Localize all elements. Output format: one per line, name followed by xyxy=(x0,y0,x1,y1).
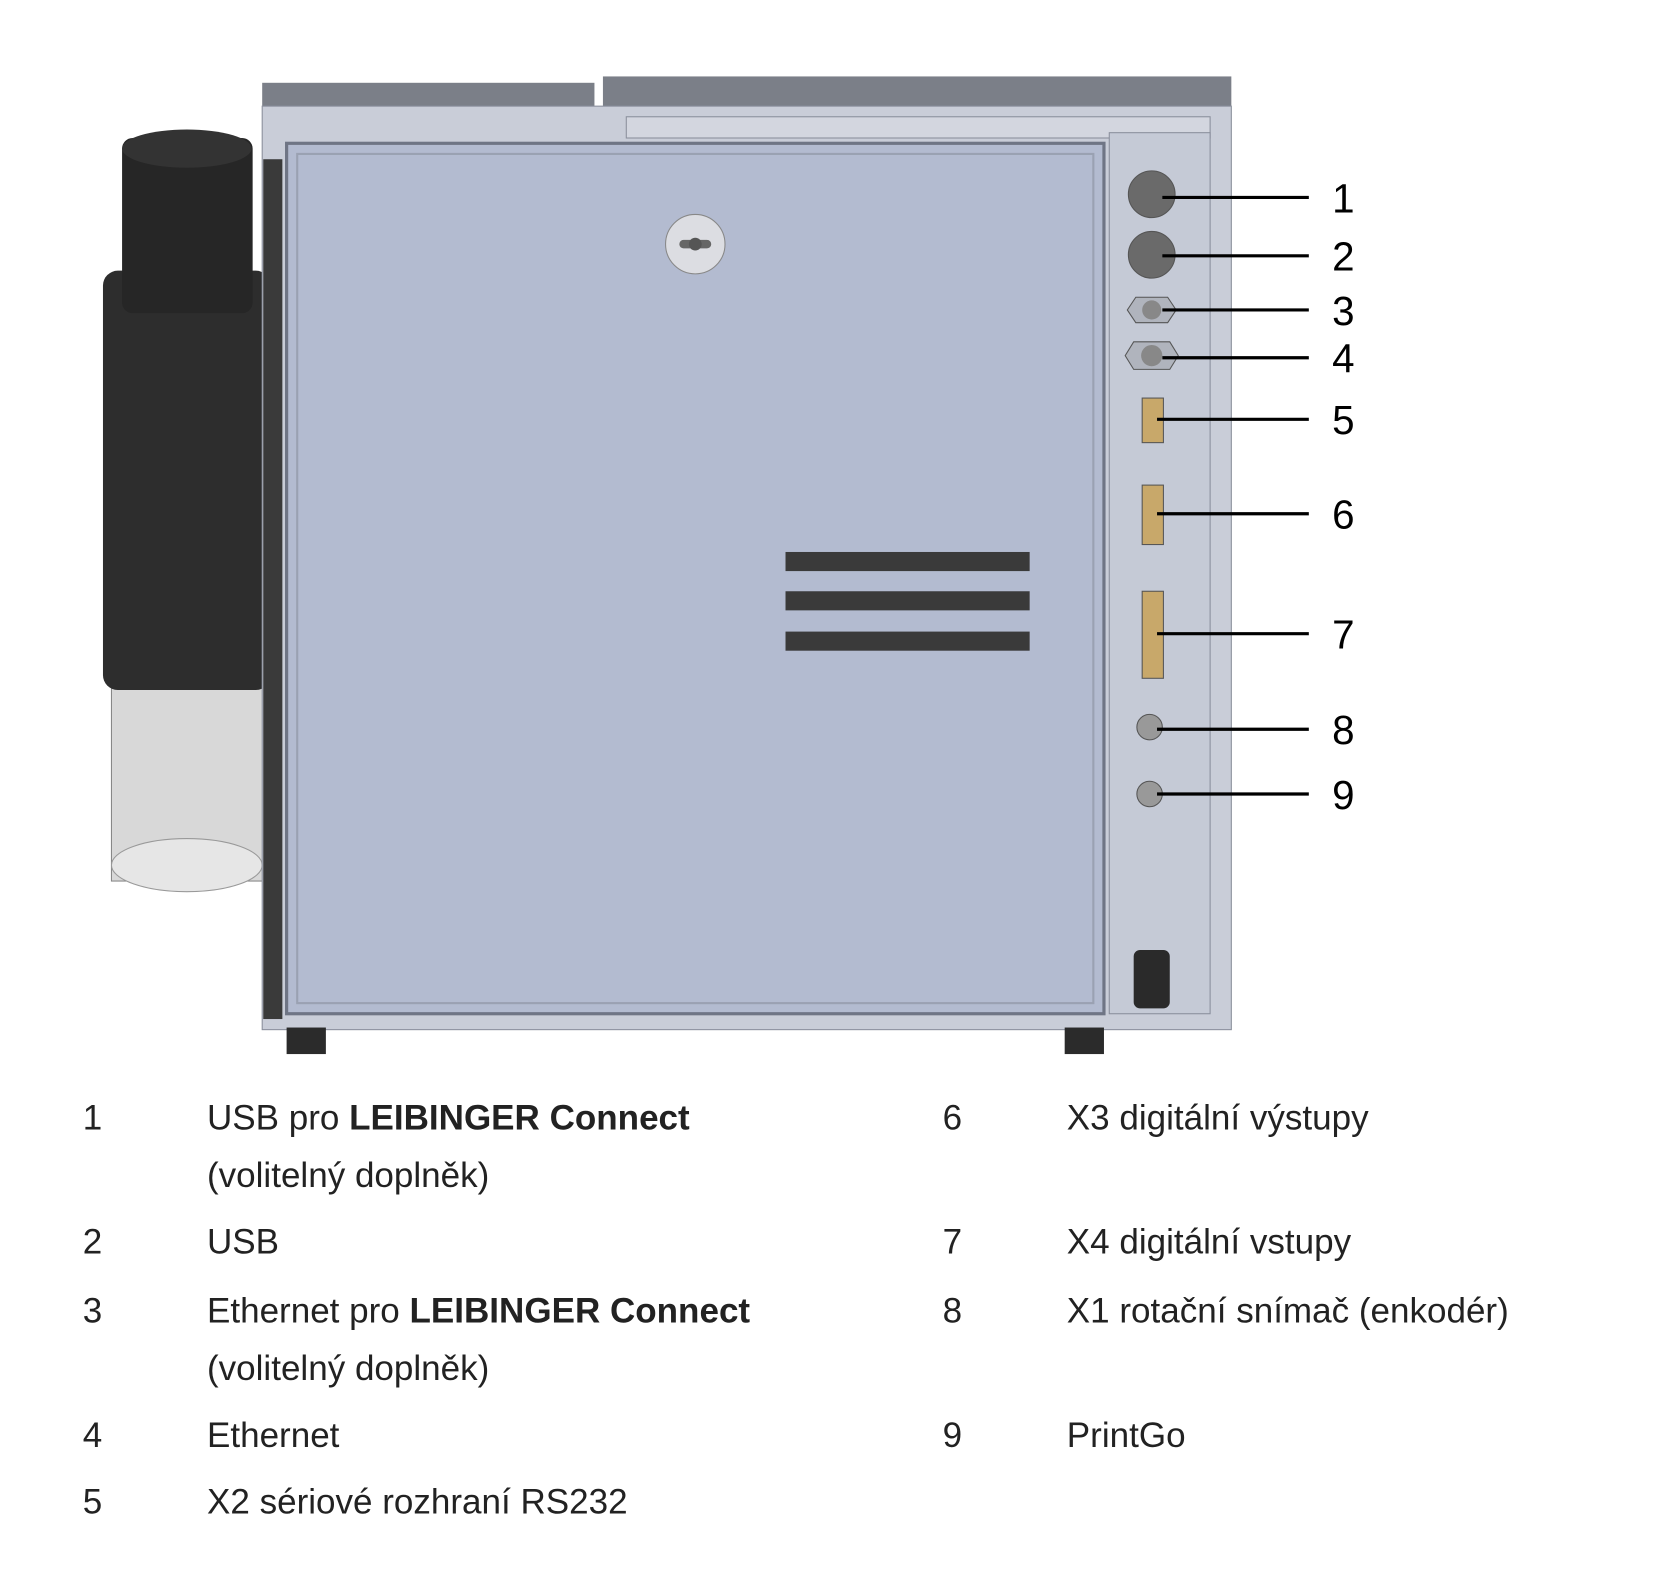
legend-text: X2 sériové rozhraní RS232 xyxy=(206,1481,628,1522)
legend-bold: LEIBINGER Connect xyxy=(349,1097,690,1137)
legend-text: X4 digitální vstupy xyxy=(1066,1221,1352,1262)
callout-8: 8 xyxy=(1332,707,1354,753)
callout-1: 1 xyxy=(1332,175,1354,221)
callout-5: 5 xyxy=(1332,397,1354,443)
legend-num: 5 xyxy=(82,1481,103,1522)
ink-tank xyxy=(102,129,271,893)
legend-bold: LEIBINGER Connect xyxy=(409,1290,751,1331)
callout-4: 4 xyxy=(1332,336,1354,382)
foot-left xyxy=(286,1027,326,1055)
side-hinge xyxy=(263,159,283,1020)
legend-num: 2 xyxy=(82,1221,103,1262)
connectors xyxy=(1124,170,1179,1009)
legend-text: X3 digitální výstupy xyxy=(1066,1097,1369,1137)
legend-num: 7 xyxy=(942,1221,963,1262)
legend-num: 9 xyxy=(942,1414,963,1455)
legend-num: 3 xyxy=(82,1290,103,1331)
legend-text: PrintGo xyxy=(1066,1414,1186,1455)
legend-num: 8 xyxy=(942,1290,963,1331)
callout-lines xyxy=(1157,195,1309,796)
legend-text: Ethernet xyxy=(206,1414,340,1455)
connector-panel xyxy=(1108,132,1211,1015)
legend-text: X1 rotační snímač (enkodér) xyxy=(1066,1290,1509,1331)
housing-top-right xyxy=(602,76,1232,107)
printer-rear-view: 1 2 3 4 5 6 7 8 9 xyxy=(102,76,1355,1055)
door-lock-icon xyxy=(665,213,726,275)
legend-num: 6 xyxy=(942,1097,963,1137)
callout-3: 3 xyxy=(1332,288,1354,334)
callout-numbers: 1 2 3 4 5 6 7 8 9 xyxy=(1332,175,1354,818)
usb-connect-port[interactable] xyxy=(1127,170,1176,219)
legend-text: USB pro xyxy=(206,1097,350,1137)
callout-7: 7 xyxy=(1332,612,1354,658)
vent-slots xyxy=(785,551,1030,651)
foot-right xyxy=(1064,1027,1104,1055)
legend-text-line2: (volitelný doplněk) xyxy=(206,1348,490,1388)
legend-text: Ethernet pro xyxy=(206,1290,410,1331)
callout-6: 6 xyxy=(1332,492,1354,538)
callout-2: 2 xyxy=(1332,234,1354,280)
rear-door xyxy=(285,141,1106,1016)
callout-9: 9 xyxy=(1332,772,1354,818)
cable-gland xyxy=(1133,950,1170,1009)
legend-text: USB xyxy=(206,1221,280,1262)
legend-num: 1 xyxy=(82,1097,103,1137)
legend-num: 4 xyxy=(82,1414,103,1455)
legend-text-line2: (volitelný doplněk) xyxy=(206,1154,490,1195)
encoder-port[interactable] xyxy=(1136,713,1163,741)
